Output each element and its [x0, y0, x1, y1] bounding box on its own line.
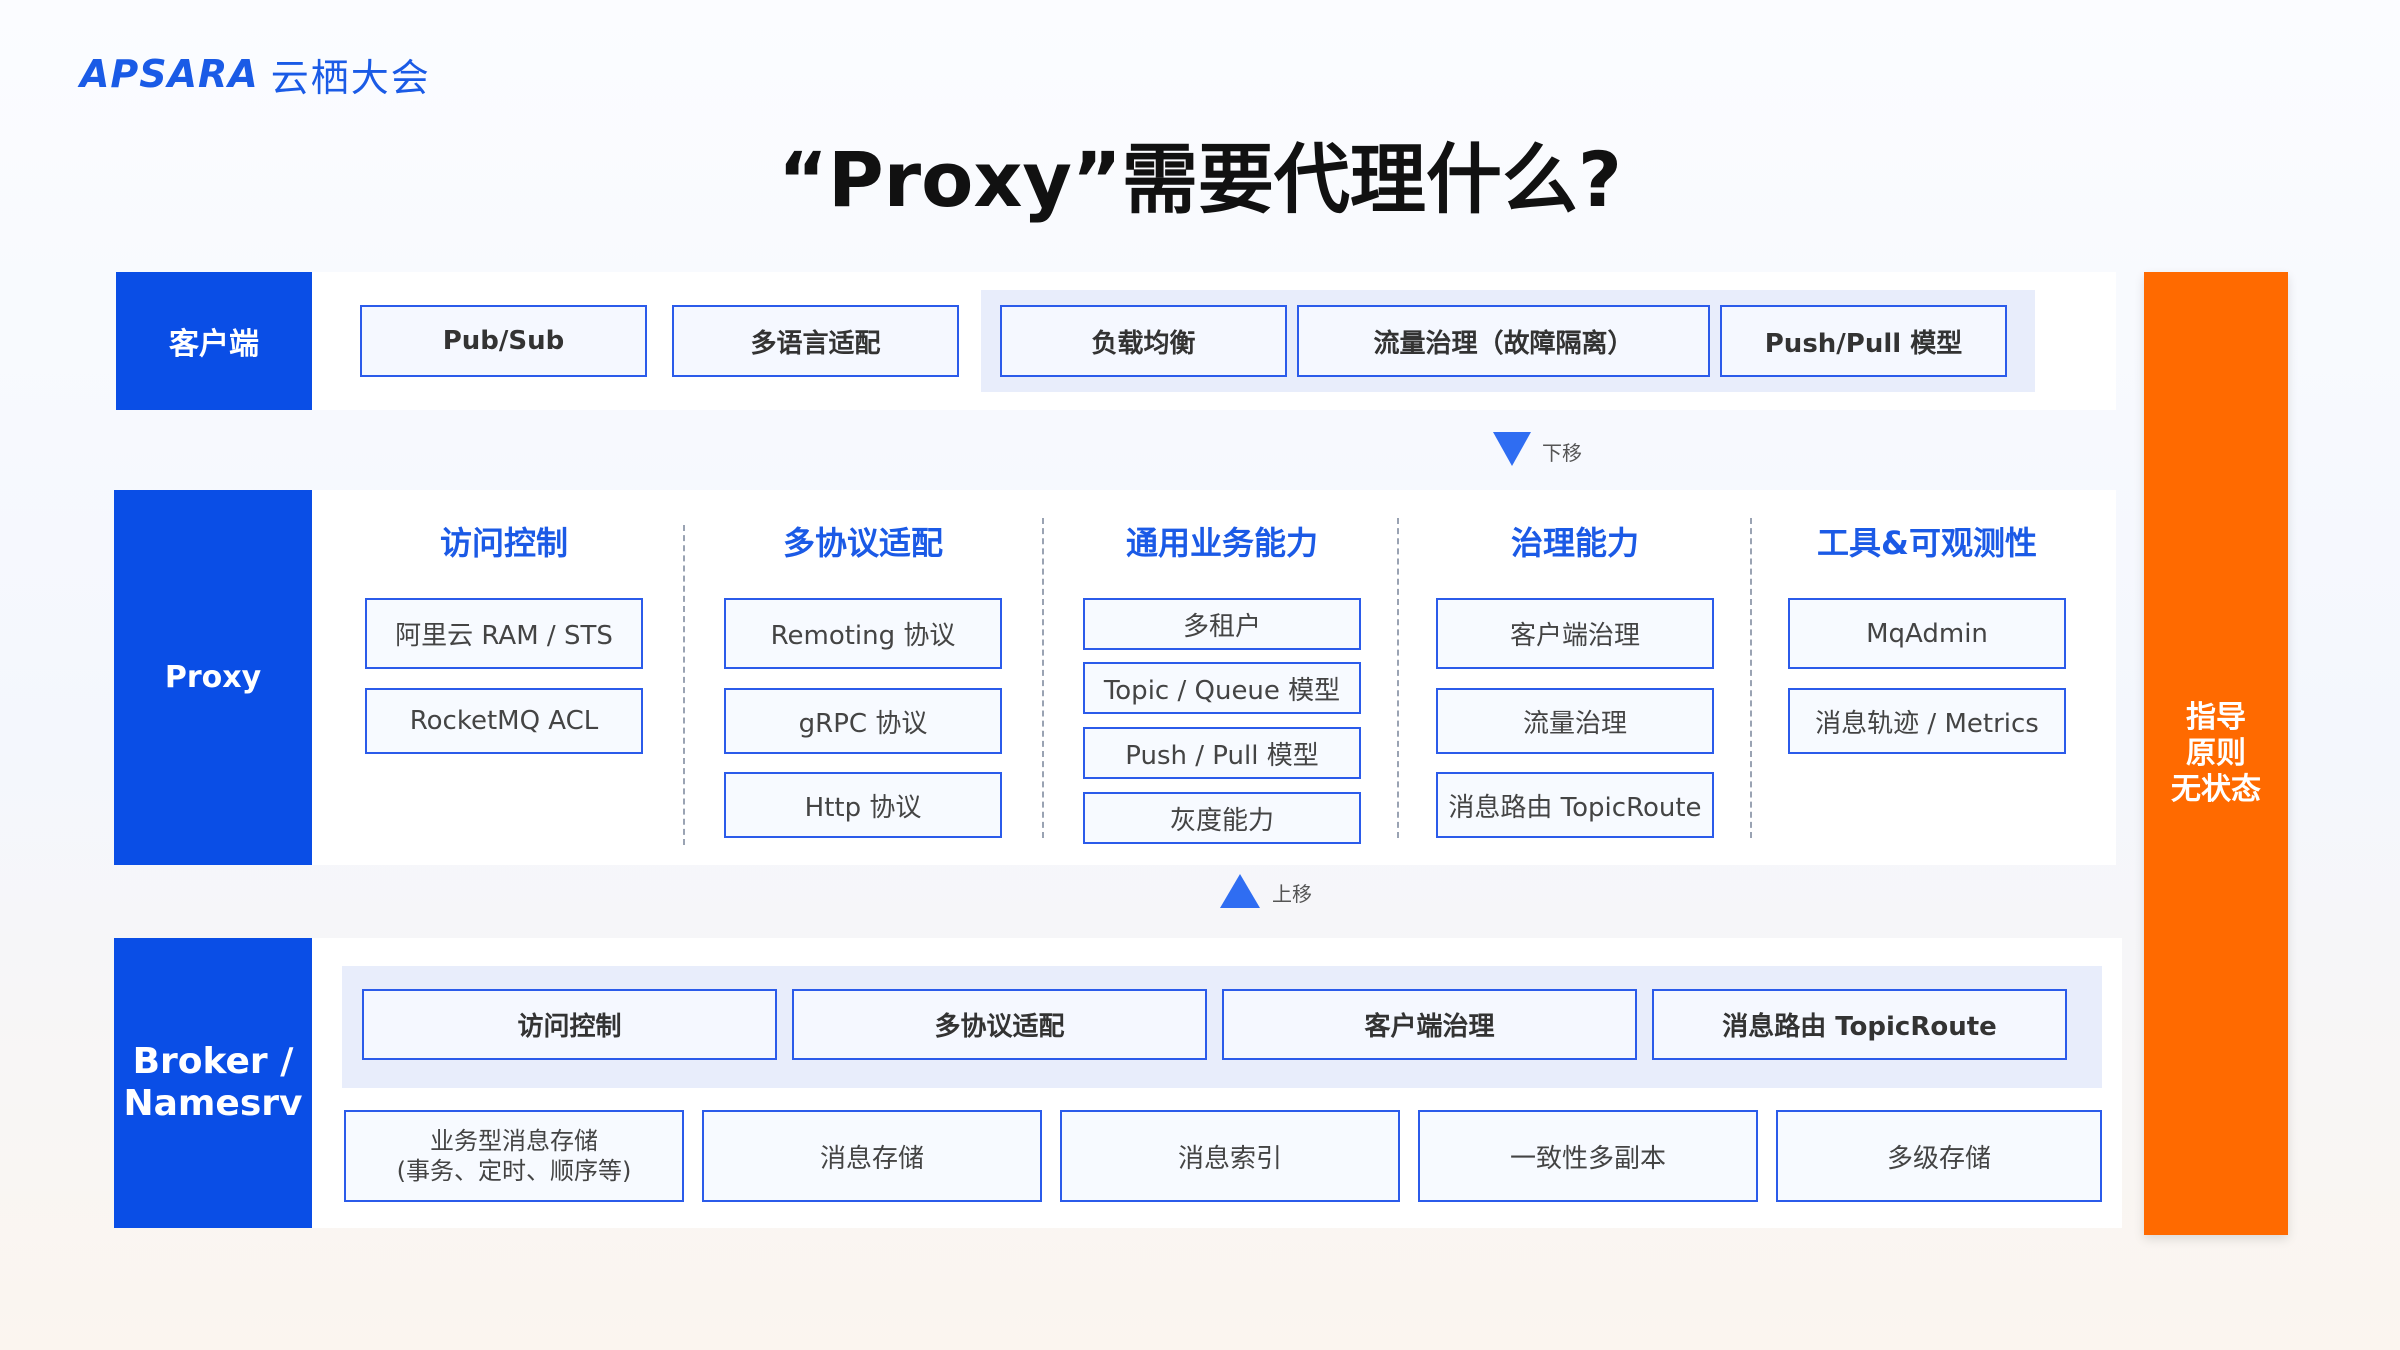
proxy-divider — [1042, 518, 1044, 838]
up-hint: 上移 — [1272, 882, 1312, 906]
logo-latin: APSARA — [80, 52, 259, 96]
down-arrow-icon — [1493, 432, 1531, 466]
proxy-item-http: Http 协议 — [724, 772, 1002, 838]
client-item-pubsub: Pub/Sub — [360, 305, 647, 377]
proxy-heading-general-business: 通用业务能力 — [1125, 524, 1318, 562]
proxy-item-gray-release: 灰度能力 — [1083, 792, 1361, 844]
proxy-heading-multi-protocol: 多协议适配 — [782, 524, 943, 562]
broker-item-topic-route: 消息路由 TopicRoute — [1652, 989, 2067, 1060]
proxy-item-traffic-governance: 流量治理 — [1436, 688, 1714, 754]
proxy-label: Proxy — [114, 490, 312, 865]
proxy-divider — [1397, 518, 1399, 838]
proxy-item-push-pull: Push / Pull 模型 — [1083, 727, 1361, 779]
proxy-heading-tools-observability: 工具&可观测性 — [1817, 524, 2037, 562]
broker-item-multi-protocol: 多协议适配 — [792, 989, 1207, 1060]
proxy-item-grpc: gRPC 协议 — [724, 688, 1002, 754]
proxy-item-remoting: Remoting 协议 — [724, 598, 1002, 669]
broker-item-tiered-storage: 多级存储 — [1776, 1110, 2102, 1202]
broker-item-access-control: 访问控制 — [362, 989, 777, 1060]
slide-title: “Proxy”需要代理什么? — [778, 135, 1622, 224]
guiding-principle-bar: 指导 原则 无状态 — [2144, 272, 2288, 1235]
down-hint: 下移 — [1542, 441, 1582, 465]
broker-item-consistent-replica: 一致性多副本 — [1418, 1110, 1758, 1202]
broker-item-message-storage: 消息存储 — [702, 1110, 1042, 1202]
proxy-item-topic-route: 消息路由 TopicRoute — [1436, 772, 1714, 838]
proxy-divider — [683, 525, 685, 845]
up-arrow-icon — [1220, 874, 1260, 908]
proxy-item-rocketmq-acl: RocketMQ ACL — [365, 688, 643, 754]
client-item-push-pull: Push/Pull 模型 — [1720, 305, 2007, 377]
client-item-multilang: 多语言适配 — [672, 305, 959, 377]
proxy-item-trace-metrics: 消息轨迹 / Metrics — [1788, 688, 2066, 754]
proxy-item-topic-queue: Topic / Queue 模型 — [1083, 662, 1361, 714]
proxy-item-multi-tenant: 多租户 — [1083, 598, 1361, 650]
proxy-heading-access-control: 访问控制 — [439, 524, 568, 562]
broker-item-client-governance: 客户端治理 — [1222, 989, 1637, 1060]
client-item-traffic-governance: 流量治理（故障隔离） — [1297, 305, 1710, 377]
apsara-logo: APSARA 云栖大会 — [80, 46, 431, 102]
proxy-item-client-governance: 客户端治理 — [1436, 598, 1714, 669]
proxy-item-ram-sts: 阿里云 RAM / STS — [365, 598, 643, 669]
broker-label: Broker / Namesrv — [114, 938, 312, 1228]
proxy-item-mqadmin: MqAdmin — [1788, 598, 2066, 669]
broker-item-business-storage: 业务型消息存储 (事务、定时、顺序等) — [344, 1110, 684, 1202]
proxy-heading-governance: 治理能力 — [1510, 524, 1639, 562]
proxy-divider — [1750, 518, 1752, 838]
client-item-load-balance: 负载均衡 — [1000, 305, 1287, 377]
client-label: 客户端 — [116, 272, 312, 410]
broker-item-message-index: 消息索引 — [1060, 1110, 1400, 1202]
logo-cn: 云栖大会 — [270, 55, 431, 100]
